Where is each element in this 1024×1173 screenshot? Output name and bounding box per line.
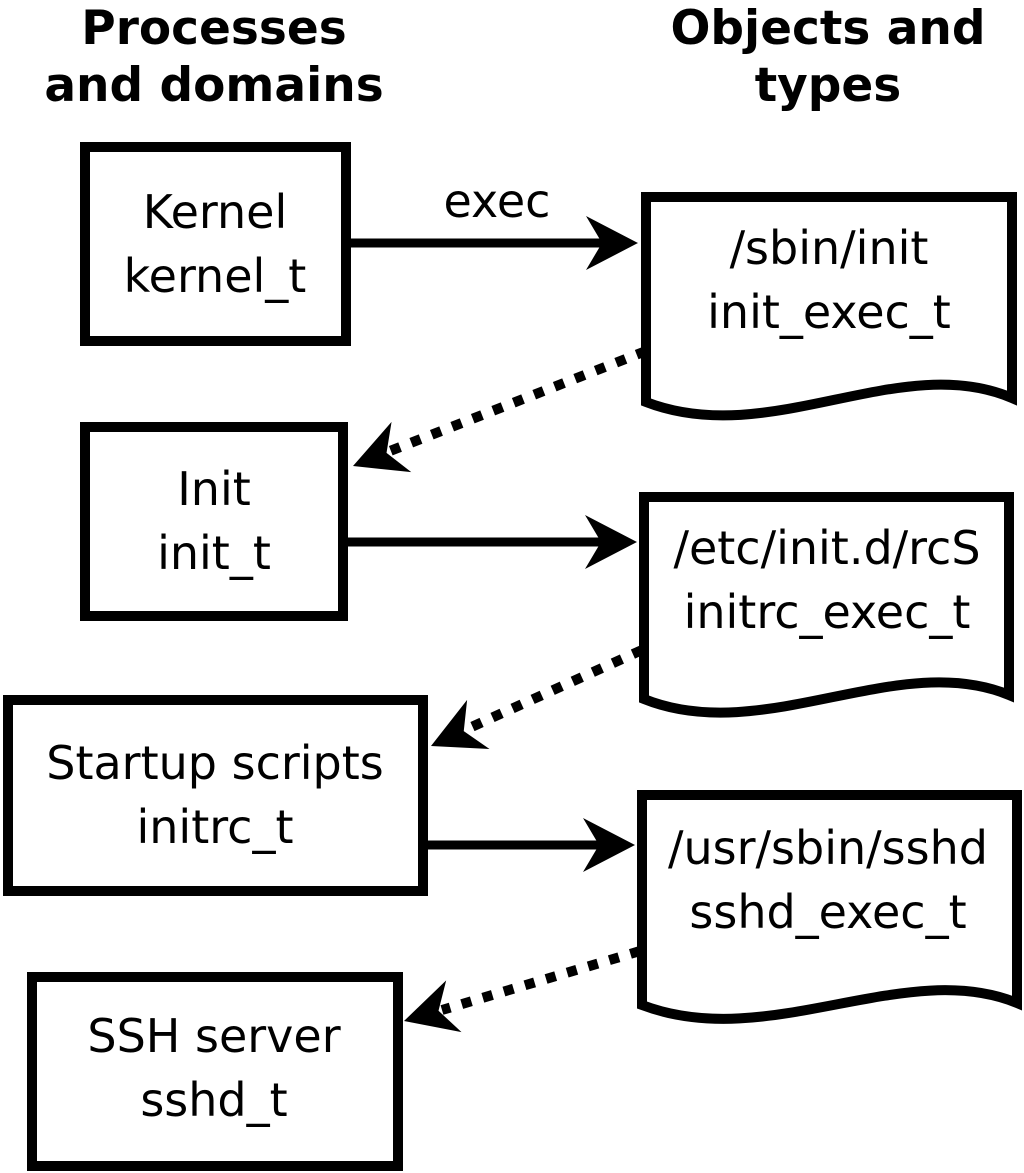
arrow-line	[464, 645, 645, 734]
header-processes-line2: and domains	[44, 58, 383, 113]
process-box-startup-scripts: Startup scripts initrc_t	[3, 695, 428, 896]
object-type: sshd_exec_t	[689, 885, 966, 939]
process-box-init: Init init_t	[80, 422, 348, 621]
arrowhead-icon	[404, 980, 462, 1033]
exec-arrow-label: exec	[444, 174, 551, 228]
process-domain-type: sshd_t	[140, 1073, 287, 1127]
process-name: Init	[177, 462, 251, 516]
document-shape-outline	[637, 790, 1022, 1024]
process-name: Startup scripts	[46, 736, 384, 790]
arrow-line	[388, 346, 648, 456]
document-shape-outline	[639, 492, 1014, 718]
object-path: /etc/init.d/rcS	[673, 521, 980, 575]
object-doc-etc-initd-rcs: /etc/init.d/rcS initrc_exec_t	[639, 492, 1014, 718]
header-objects-line1: Objects and	[670, 1, 985, 56]
arrowhead-icon	[583, 818, 635, 872]
process-box-ssh-server: SSH server sshd_t	[27, 972, 403, 1171]
header-objects-line2: types	[755, 58, 902, 113]
object-doc-usr-sbin-sshd: /usr/sbin/sshd sshd_exec_t	[637, 790, 1022, 1024]
process-domain-type: init_t	[157, 526, 271, 580]
arrowhead-icon	[585, 515, 637, 569]
exec-arrow-init-to-rcs	[342, 515, 637, 569]
process-box-outline	[27, 972, 403, 1171]
process-domain-type: kernel_t	[124, 249, 307, 303]
exec-arrow-kernel-to-sbin-init: exec	[345, 174, 638, 270]
object-doc-sbin-init: /sbin/init init_exec_t	[641, 192, 1017, 421]
process-box-outline	[3, 695, 428, 896]
header-processes-line1: Processes	[81, 1, 346, 56]
object-type: initrc_exec_t	[684, 585, 971, 639]
object-path: /sbin/init	[730, 221, 929, 275]
transition-arrow-sbin-init-to-init	[353, 346, 648, 473]
exec-arrow-initrc-to-sshd	[422, 818, 635, 872]
process-domain-type: initrc_t	[137, 800, 294, 854]
transition-arrow-rcs-to-initrc	[431, 645, 645, 750]
process-name: Kernel	[143, 185, 288, 239]
process-box-kernel: Kernel kernel_t	[80, 142, 351, 346]
arrowhead-icon	[586, 216, 638, 270]
object-path: /usr/sbin/sshd	[668, 821, 988, 875]
arrow-line	[440, 946, 642, 1015]
arrowhead-icon	[353, 421, 412, 473]
transition-arrow-sshd-exec-to-sshd	[404, 946, 642, 1033]
document-shape-outline	[641, 192, 1017, 421]
arrowhead-icon	[431, 699, 490, 750]
process-box-outline	[80, 422, 348, 621]
object-type: init_exec_t	[707, 285, 951, 339]
process-name: SSH server	[87, 1009, 340, 1063]
process-box-outline	[80, 142, 351, 346]
